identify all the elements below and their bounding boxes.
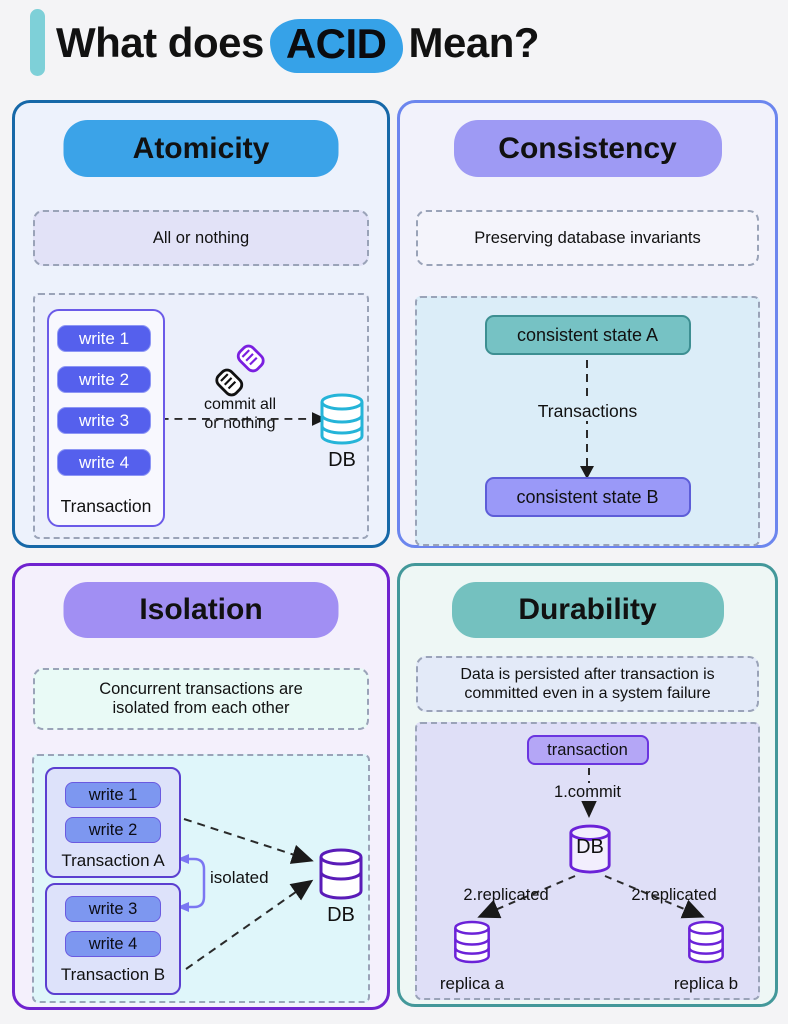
transaction-a-box: write 1 write 2 Transaction A: [45, 767, 181, 878]
consistency-diagram: consistent state A Transactions consiste…: [415, 296, 760, 546]
consistent-state-b: consistent state B: [484, 477, 691, 517]
title-accent-bar: [30, 9, 45, 76]
isolation-description-line2: isolated from each other: [112, 699, 290, 717]
transaction-b-box: write 3 write 4 Transaction B: [45, 883, 181, 995]
atomicity-description: All or nothing: [33, 210, 369, 266]
database-icon: [569, 824, 611, 874]
panel-durability: Durability Data is persisted after trans…: [397, 563, 778, 1007]
fist-bump-icon: [215, 344, 265, 397]
transaction-label: Transaction: [60, 496, 152, 516]
durability-description-line2: committed even in a system failure: [464, 685, 711, 702]
isolation-description: Concurrent transactions are isolated fro…: [33, 668, 369, 730]
write-button: write 3: [65, 896, 161, 922]
commit-line1: commit all: [203, 396, 276, 413]
write-button: write 2: [65, 817, 161, 843]
panel-isolation: Isolation Concurrent transactions are is…: [12, 563, 390, 1010]
commit-arrow: [160, 412, 327, 426]
commit-label: 1.commit: [417, 783, 758, 802]
db-label: DB: [576, 836, 604, 858]
atomicity-description-text: All or nothing: [152, 228, 250, 247]
database-icon: [319, 848, 363, 900]
durability-description-line1: Data is persisted after transaction is: [460, 666, 715, 683]
replicated-left-label: 2.replicated: [463, 886, 549, 904]
write-button: write 4: [57, 449, 151, 476]
transaction-b-label: Transaction B: [60, 965, 166, 984]
transactions-label-text: Transactions: [533, 401, 642, 421]
consistent-state-a: consistent state A: [484, 315, 691, 355]
db-label: DB: [327, 904, 355, 926]
transaction-box: write 1 write 2 write 3 write 4 Transact…: [47, 309, 165, 527]
replicated-right-label: 2.replicated: [631, 886, 717, 904]
write-button: write 3: [57, 407, 151, 434]
replica-b-icon: [688, 920, 724, 964]
replication-arrows: [477, 768, 705, 919]
isolation-diagram: write 1 write 2 Transaction A write 3 wr…: [32, 754, 370, 1003]
isolation-arrows: [177, 818, 314, 970]
transactions-arrow: [580, 360, 594, 479]
title-prefix: What does: [56, 19, 264, 66]
consistency-description: Preserving database invariants: [416, 210, 759, 266]
atomicity-diagram: write 1 write 2 write 3 write 4 Transact…: [33, 293, 369, 539]
commit-all-or-nothing-label: commit all or nothing: [185, 395, 295, 433]
panel-atomicity: Atomicity All or nothing write 1 write 2…: [12, 100, 390, 548]
durability-description: Data is persisted after transaction is c…: [416, 656, 759, 712]
commit-label-text: 1.commit: [551, 783, 624, 801]
title-suffix: Mean?: [408, 19, 540, 66]
write-button: write 1: [65, 782, 161, 808]
consistency-title: Consistency: [453, 120, 722, 177]
write-button: write 2: [57, 366, 151, 393]
replica-b-label: replica b: [673, 974, 739, 993]
database-icon: [320, 393, 364, 445]
panel-consistency: Consistency Preserving database invarian…: [397, 100, 778, 548]
durability-diagram: transaction 1.commit DB 2.replicated 2.r…: [415, 722, 760, 1000]
transaction-a-label: Transaction A: [61, 851, 165, 870]
replica-a-label: replica a: [439, 974, 505, 993]
isolation-description-line1: Concurrent transactions are: [99, 680, 303, 698]
db-label: DB: [328, 449, 356, 471]
consistency-description-text: Preserving database invariants: [474, 228, 701, 247]
isolation-title: Isolation: [63, 582, 339, 638]
commit-line2: or nothing: [204, 415, 276, 432]
transaction-chip: transaction: [526, 735, 649, 765]
acid-highlight: ACID: [269, 18, 403, 73]
atomicity-title: Atomicity: [63, 120, 339, 177]
durability-title: Durability: [451, 582, 724, 638]
write-button: write 1: [57, 325, 151, 352]
isolated-label: isolated: [210, 868, 269, 887]
replica-a-icon: [454, 920, 490, 964]
transactions-label: Transactions: [417, 401, 758, 422]
write-button: write 4: [65, 931, 161, 957]
